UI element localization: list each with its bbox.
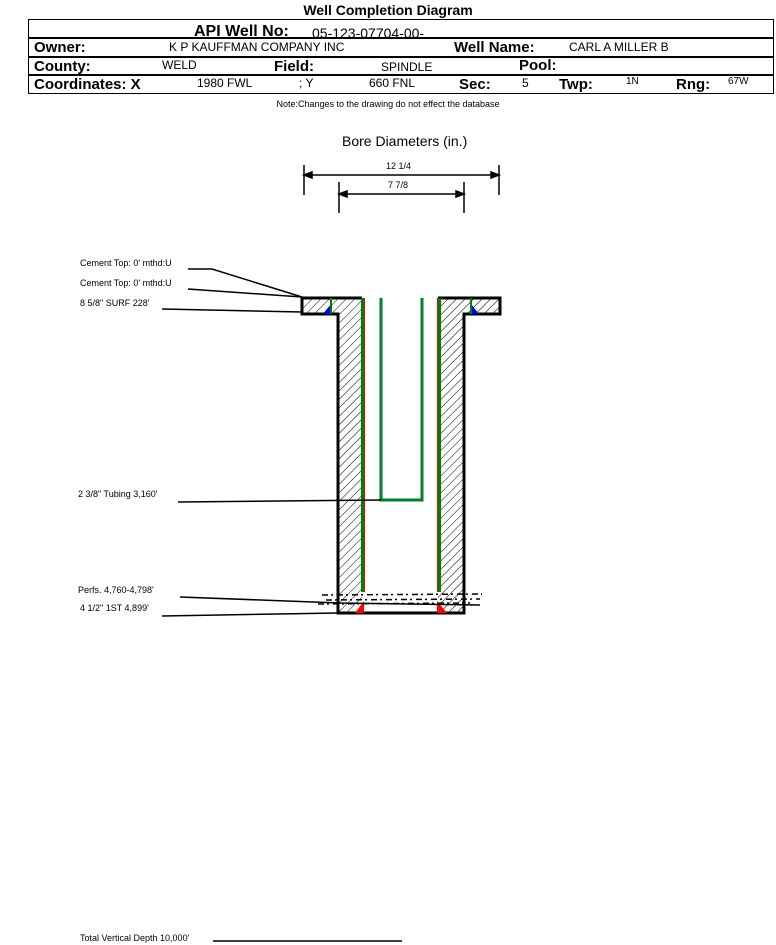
twp-value: 1N — [626, 76, 639, 87]
rng-value: 67W — [728, 76, 749, 87]
header-divider — [29, 74, 773, 76]
county-label: County: — [34, 58, 91, 75]
tubing — [379, 298, 424, 502]
y-value: 660 FNL — [369, 76, 416, 90]
owner-value: K P KAUFFMAN COMPANY INC — [169, 40, 345, 54]
field-label: Field: — [274, 58, 314, 75]
cement-left — [302, 298, 362, 613]
production-casing — [355, 298, 447, 613]
inner-diameter-label: 7 7/8 — [388, 180, 409, 190]
note-text: Note:Changes to the drawing do not effec… — [276, 99, 500, 109]
well-name-label: Well Name: — [454, 39, 535, 56]
diagram-title: Well Completion Diagram — [303, 2, 473, 18]
surface-casing-label: 8 5/8" SURF 228' — [80, 298, 150, 308]
cement-top-label-1: Cement Top: 0' mthd:U — [80, 258, 172, 268]
bore-diameters-title: Bore Diameters (in.) — [342, 133, 468, 149]
sec-value: 5 — [522, 76, 529, 90]
sec-label: Sec: — [459, 76, 491, 93]
outer-diameter-label: 12 1/4 — [386, 161, 412, 171]
outer-dimension-line — [301, 165, 502, 195]
first-string-label: 4 1/2" 1ST 4,899' — [80, 603, 149, 613]
county-value: WELD — [162, 58, 197, 72]
cement-top-marker-icon — [323, 304, 331, 314]
header-divider — [29, 56, 773, 58]
borehole-outline — [300, 296, 502, 615]
leader-first-string — [161, 612, 339, 617]
twp-label: Twp: — [559, 76, 593, 93]
header-divider — [29, 37, 773, 39]
field-value: SPINDLE — [381, 60, 433, 74]
cement-top-label-2: Cement Top: 0' mthd:U — [80, 278, 172, 288]
leader-cement-top-2 — [187, 288, 303, 298]
coordinates-label: Coordinates: X — [34, 76, 141, 93]
pool-label: Pool: — [519, 57, 557, 74]
api-label: API Well No: — [194, 23, 289, 40]
owner-label: Owner: — [34, 39, 86, 56]
well-name-value: CARL A MILLER B — [569, 40, 669, 54]
perfs-label: Perfs. 4,760-4,798' — [78, 585, 154, 595]
well-header-table: API Well No: 05-123-07704-00- Owner: K P… — [28, 19, 774, 94]
cement-top-marker-icon — [471, 304, 479, 314]
total-vertical-depth-label: Total Vertical Depth 10,000' — [80, 933, 190, 943]
inner-dimension-line — [336, 182, 467, 213]
leader-surface-casing — [161, 308, 303, 313]
tubing-label: 2 3/8" Tubing 3,160' — [78, 489, 158, 499]
leader-tubing — [177, 499, 382, 503]
cement-right — [438, 298, 500, 613]
x-value: 1980 FWL — [197, 76, 253, 90]
leader-cement-top-1 — [188, 268, 303, 298]
rng-label: Rng: — [676, 76, 711, 93]
y-label: ; Y — [299, 76, 314, 90]
leader-perfs — [179, 596, 481, 606]
